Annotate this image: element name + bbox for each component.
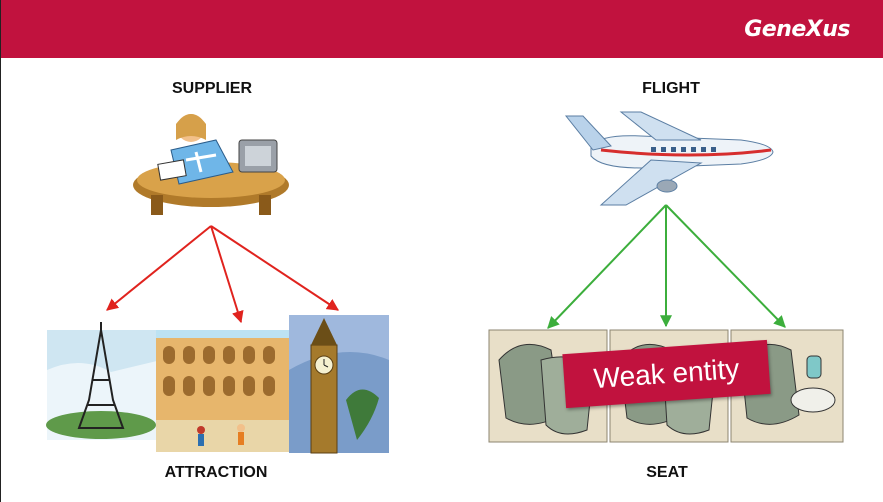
supplier-illustration (133, 114, 289, 215)
supplier-arrows (106, 225, 340, 324)
entity-label-seat: SEAT (646, 464, 688, 481)
flight-arrows (547, 204, 786, 329)
airplane-illustration (564, 111, 774, 206)
entity-label-supplier: SUPPLIER (171, 80, 252, 97)
colosseum-illustration (156, 330, 296, 452)
big-ben-illustration (289, 315, 389, 454)
genexus-logo: GeneXus (744, 17, 850, 42)
entity-label-flight: FLIGHT (642, 80, 700, 97)
header-bar: GeneXus (1, 0, 883, 58)
eiffel-tower-illustration (46, 322, 161, 440)
entity-label-attraction: ATTRACTION (164, 464, 268, 481)
